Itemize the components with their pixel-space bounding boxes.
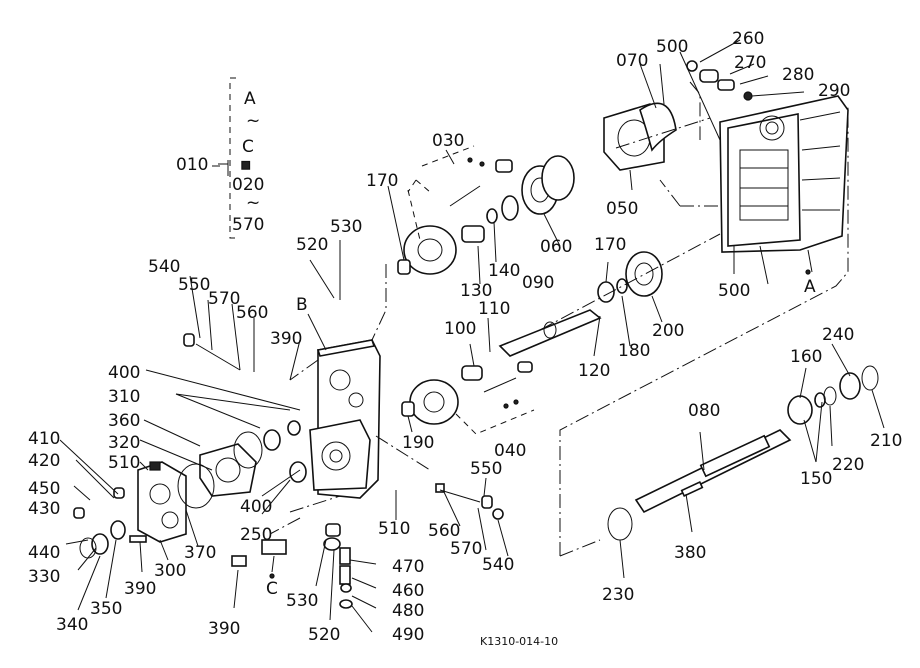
label-560-left: 560	[236, 303, 268, 323]
label-220: 220	[832, 455, 864, 475]
drawing-code: K1310-014-10	[480, 635, 558, 648]
label-550-left: 550	[178, 275, 210, 295]
valve-stack-470-490	[323, 523, 353, 609]
label-380: 380	[674, 543, 706, 563]
label-110: 110	[478, 299, 510, 319]
label-180: 180	[618, 341, 650, 361]
label-270: 270	[734, 53, 766, 73]
label-330: 330	[28, 567, 60, 587]
label-170-upper: 170	[366, 171, 398, 191]
label-range-020: 020	[232, 175, 264, 195]
label-040: 040	[494, 441, 526, 461]
label-390-left: 390	[124, 579, 156, 599]
label-530-lower: 530	[286, 591, 318, 611]
label-260: 260	[732, 29, 764, 49]
label-050: 050	[606, 199, 638, 219]
label-540-lower: 540	[482, 555, 514, 575]
label-150: 150	[800, 469, 832, 489]
callout-labels: A ~ C 010 020 ~ 570 ■ 030 170 530 520 54…	[28, 29, 902, 648]
label-ref-C: C	[266, 579, 278, 599]
svg-text:■: ■	[241, 160, 250, 171]
label-160: 160	[790, 347, 822, 367]
label-ref-A: A	[804, 277, 816, 297]
label-530-upper: 530	[330, 217, 362, 237]
label-290: 290	[818, 81, 850, 101]
assembly-guide-lines	[212, 77, 849, 557]
label-140: 140	[488, 261, 520, 281]
label-350: 350	[90, 599, 122, 619]
label-560-lower: 560	[428, 521, 460, 541]
label-520-upper: 520	[296, 235, 328, 255]
label-390-upper: 390	[270, 329, 302, 349]
label-300: 300	[154, 561, 186, 581]
label-010: 010	[176, 155, 208, 175]
label-230: 230	[602, 585, 634, 605]
label-570-lower: 570	[450, 539, 482, 559]
label-430: 430	[28, 499, 60, 519]
label-510-lower: 510	[378, 519, 410, 539]
leader-lines	[59, 39, 885, 633]
label-130: 130	[460, 281, 492, 301]
label-360: 360	[108, 411, 140, 431]
label-310: 310	[108, 387, 140, 407]
label-400-lower: 400	[240, 497, 272, 517]
label-range-570: 570	[232, 215, 264, 235]
label-460: 460	[392, 581, 424, 601]
label-200: 200	[652, 321, 684, 341]
label-range-mid-C: C	[242, 137, 254, 157]
label-080: 080	[688, 401, 720, 421]
label-210: 210	[870, 431, 902, 451]
label-500-lower: 500	[718, 281, 750, 301]
label-240: 240	[822, 325, 854, 345]
label-170-lower: 170	[594, 235, 626, 255]
label-510-left: 510	[108, 453, 140, 473]
label-range-tilde-2: ~	[246, 193, 260, 213]
label-030: 030	[432, 131, 464, 151]
label-570-left: 570	[208, 289, 240, 309]
label-090: 090	[522, 273, 554, 293]
label-280: 280	[782, 65, 814, 85]
label-400-upper: 400	[108, 363, 140, 383]
label-500-upper: 500	[656, 37, 688, 57]
label-470: 470	[392, 557, 424, 577]
housing-050-and-plate-070	[603, 102, 677, 171]
valve-body-assembly	[73, 333, 381, 567]
label-250: 250	[240, 525, 272, 545]
transmission-case-assembly	[686, 60, 849, 253]
label-370: 370	[184, 543, 216, 563]
label-ref-B: B	[296, 295, 308, 315]
fasteners-right	[435, 483, 504, 520]
label-410: 410	[28, 429, 60, 449]
label-060: 060	[540, 237, 572, 257]
label-190: 190	[402, 433, 434, 453]
label-100: 100	[444, 319, 476, 339]
label-440: 440	[28, 543, 60, 563]
label-490: 490	[392, 625, 424, 645]
label-320: 320	[108, 433, 140, 453]
label-520-lower: 520	[308, 625, 340, 645]
label-450: 450	[28, 479, 60, 499]
shaft-assemblies	[498, 251, 879, 541]
label-420: 420	[28, 451, 60, 471]
label-120: 120	[578, 361, 610, 381]
label-550-lower: 550	[470, 459, 502, 479]
label-070: 070	[616, 51, 648, 71]
label-range-tilde-1: ~	[246, 111, 260, 131]
label-340: 340	[56, 615, 88, 635]
label-range-top-A: A	[244, 89, 256, 109]
label-390-lower: 390	[208, 619, 240, 639]
label-480: 480	[392, 601, 424, 621]
label-540-left: 540	[148, 257, 180, 277]
pump-rotor-assemblies	[397, 155, 575, 425]
